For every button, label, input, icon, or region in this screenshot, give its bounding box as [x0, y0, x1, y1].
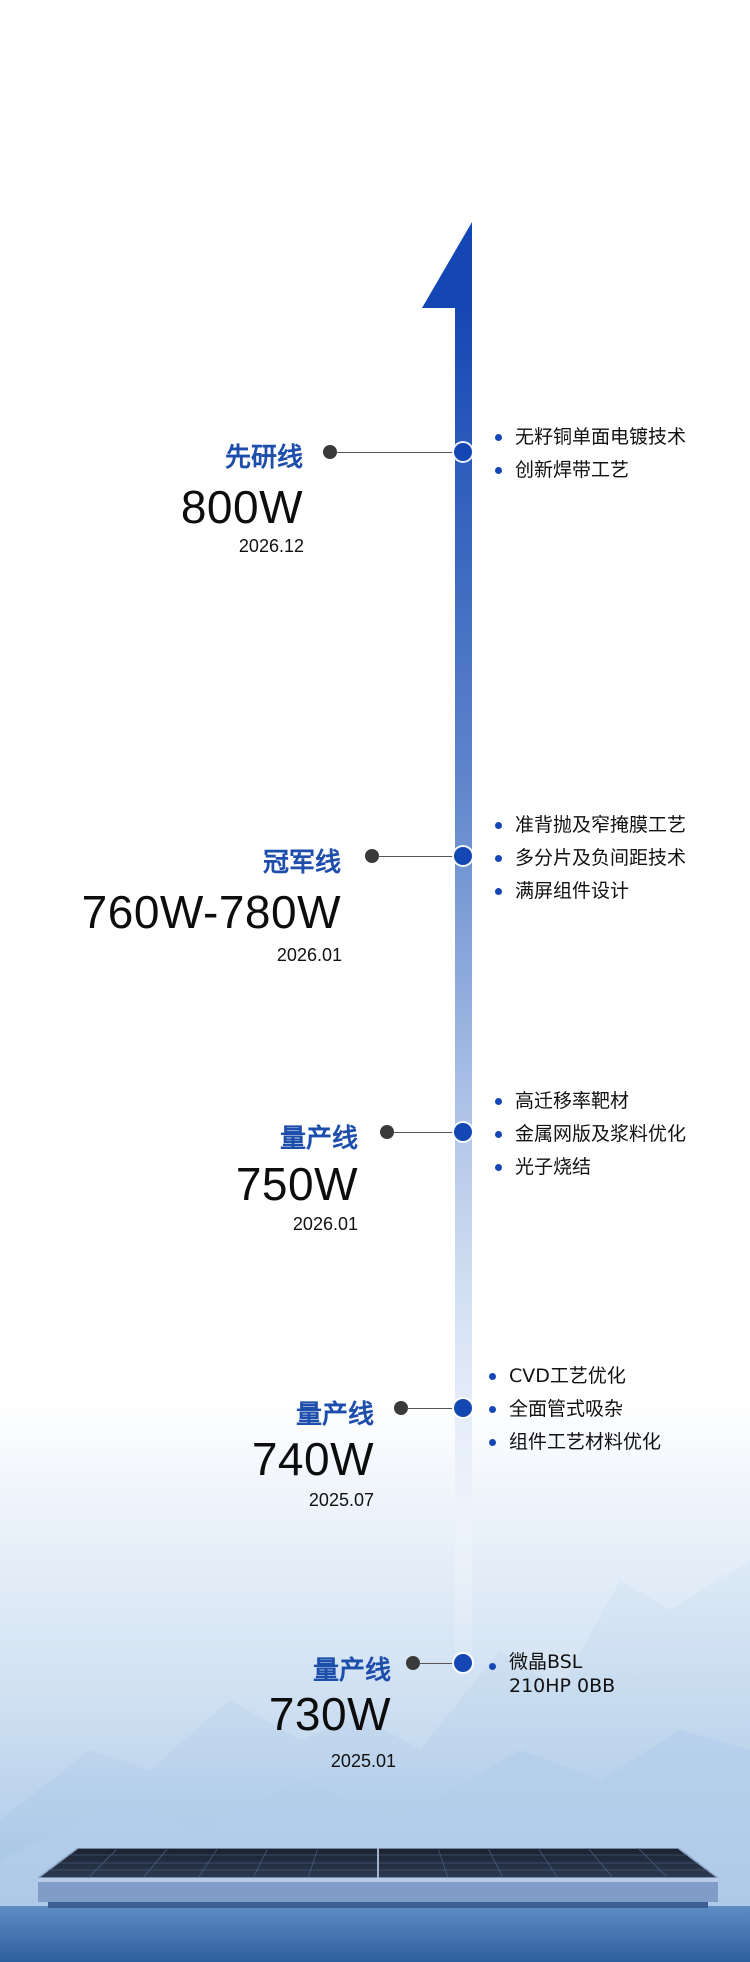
date-label: 2026.01: [276, 945, 342, 965]
connector-line: [336, 452, 458, 453]
timeline-dot: [394, 1401, 408, 1415]
line-label: 先研线: [224, 443, 303, 473]
timeline-dot: [380, 1125, 394, 1139]
feature-item: 高迁移率靶材: [493, 1085, 686, 1118]
date-label: 2025.01: [330, 1751, 396, 1771]
timeline-node: [454, 1123, 472, 1141]
line-label: 冠军线: [262, 848, 341, 878]
timeline-node: [454, 443, 472, 461]
timeline-dot: [365, 849, 379, 863]
timeline-node: [454, 1399, 472, 1417]
date-label: 2026.12: [238, 536, 304, 556]
power-value: 800W: [180, 481, 303, 533]
date-label: 2026.01: [292, 1214, 358, 1234]
feature-item: 微晶BSL: [487, 1650, 615, 1674]
timeline-line: [455, 300, 472, 1680]
feature-list: 高迁移率靶材 金属网版及浆料优化 光子烧结: [493, 1085, 686, 1184]
power-value: 750W: [235, 1158, 358, 1210]
connector-line: [419, 1663, 458, 1664]
feature-list: CVD工艺优化 全面管式吸杂 组件工艺材料优化: [487, 1360, 661, 1459]
power-value: 730W: [268, 1688, 391, 1740]
feature-item: 创新焊带工艺: [493, 454, 686, 487]
arrow-icon: [422, 222, 472, 308]
timeline-dot: [323, 445, 337, 459]
feature-item: 全面管式吸杂: [487, 1393, 661, 1426]
feature-list: 微晶BSL 210HP 0BB: [487, 1650, 615, 1698]
line-label: 量产线: [295, 1400, 374, 1430]
feature-item: 210HP 0BB: [509, 1675, 616, 1697]
connector-line: [393, 1132, 458, 1133]
feature-item: 准背抛及窄掩膜工艺: [493, 809, 686, 842]
feature-item: 满屏组件设计: [493, 875, 686, 908]
power-value: 760W-780W: [81, 886, 341, 938]
solar-panel-icon: [38, 1848, 718, 1908]
feature-item: 金属网版及浆料优化: [493, 1118, 686, 1151]
feature-item: 无籽铜单面电镀技术: [493, 421, 686, 454]
feature-list: 准背抛及窄掩膜工艺 多分片及负间距技术 满屏组件设计: [493, 809, 686, 908]
timeline-node: [454, 847, 472, 865]
date-label: 2025.07: [308, 1490, 374, 1510]
floor-band: [0, 1906, 750, 1962]
power-value: 740W: [251, 1433, 374, 1485]
connector-line: [378, 856, 458, 857]
timeline-dot: [406, 1656, 420, 1670]
feature-list: 无籽铜单面电镀技术 创新焊带工艺: [493, 421, 686, 487]
timeline-node: [454, 1654, 472, 1672]
line-label: 量产线: [279, 1124, 358, 1154]
feature-item: 组件工艺材料优化: [487, 1426, 661, 1459]
line-label: 量产线: [312, 1656, 391, 1686]
feature-item: 多分片及负间距技术: [493, 842, 686, 875]
feature-item: CVD工艺优化: [487, 1360, 661, 1393]
feature-item: 光子烧结: [493, 1151, 686, 1184]
connector-line: [407, 1408, 458, 1409]
